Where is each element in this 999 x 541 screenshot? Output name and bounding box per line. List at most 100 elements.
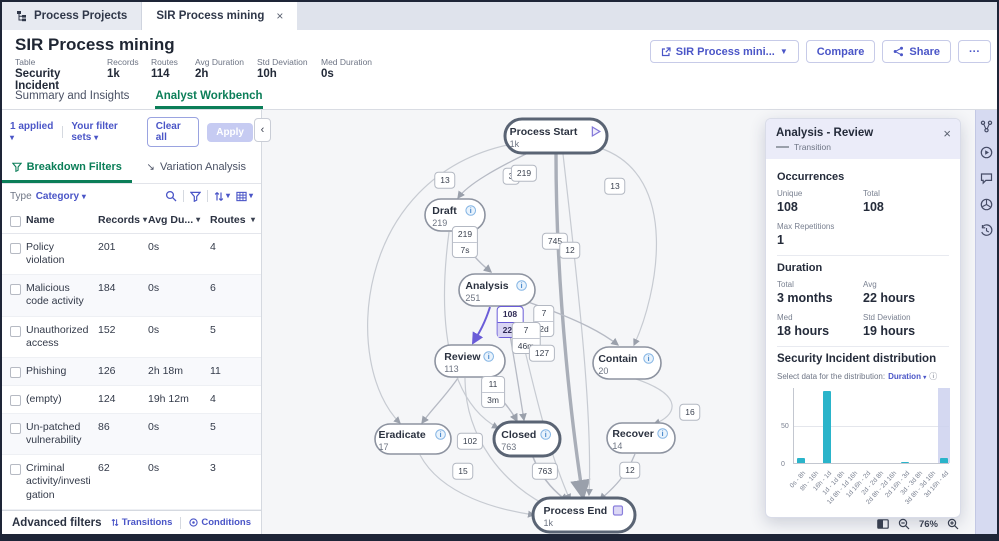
- column-records[interactable]: Records ▾: [98, 214, 148, 226]
- svg-text:17: 17: [378, 442, 388, 452]
- apply-button[interactable]: Apply: [207, 122, 253, 142]
- conditions-link[interactable]: Conditions: [189, 517, 251, 528]
- chart-bar[interactable]: [822, 390, 831, 463]
- close-icon[interactable]: ×: [943, 126, 951, 141]
- filter-icon[interactable]: [189, 191, 201, 202]
- tab-summary-and-insights[interactable]: Summary and Insights: [15, 90, 130, 102]
- row-checkbox[interactable]: [10, 464, 21, 476]
- edge-label[interactable]: 13: [434, 171, 456, 189]
- compare-button[interactable]: Compare: [805, 40, 876, 63]
- sort-dropdown[interactable]: ▾: [214, 191, 230, 202]
- category-dropdown[interactable]: Category ▾: [35, 190, 86, 202]
- more-button[interactable]: ···: [958, 40, 991, 63]
- filter-sets-dropdown[interactable]: Your filter sets ▾: [71, 121, 118, 143]
- clear-all-button[interactable]: Clear all: [146, 117, 200, 147]
- minimap-toggle-icon[interactable]: [877, 519, 889, 529]
- hierarchy-icon: [17, 11, 26, 22]
- external-link-icon: [661, 46, 671, 56]
- chart-bar[interactable]: [796, 457, 805, 463]
- tab-analyst-workbench[interactable]: Analyst Workbench: [155, 90, 263, 109]
- insights-icon[interactable]: [980, 198, 993, 211]
- transitions-icon: [111, 518, 119, 527]
- edge-label[interactable]: 219: [510, 164, 538, 182]
- distribution-dropdown[interactable]: Duration ▾: [888, 372, 927, 381]
- row-checkbox[interactable]: [10, 325, 21, 337]
- process-edge[interactable]: [457, 151, 531, 200]
- select-all-checkbox[interactable]: [10, 216, 21, 227]
- svg-text:14: 14: [612, 441, 622, 451]
- transitions-link[interactable]: Transitions: [111, 517, 172, 528]
- zoom-out-icon[interactable]: [898, 518, 910, 530]
- close-tab-icon[interactable]: ×: [276, 9, 284, 23]
- routes-icon[interactable]: [980, 120, 993, 133]
- tab-sir-process-mining[interactable]: SIR Process mining ×: [142, 2, 298, 30]
- cell-name: Criminal activity/investigation: [26, 462, 91, 501]
- tab-breakdown-filters[interactable]: Breakdown Filters: [2, 153, 132, 183]
- highlighted-bucket[interactable]: [937, 388, 950, 463]
- column-routes[interactable]: Routes ▾: [210, 214, 255, 226]
- edge-label[interactable]: 15: [452, 462, 474, 480]
- share-button[interactable]: Share: [882, 40, 951, 63]
- cell-avg: 0s: [148, 323, 160, 336]
- process-edge[interactable]: [419, 454, 536, 518]
- columns-dropdown[interactable]: ▾: [236, 191, 253, 202]
- process-edge[interactable]: [421, 377, 459, 425]
- cell-name: Policy violation: [26, 241, 65, 267]
- process-edge[interactable]: [464, 377, 556, 510]
- edge-label[interactable]: 763: [531, 462, 559, 480]
- tab-variation-analysis[interactable]: ↘ Variation Analysis: [146, 161, 246, 173]
- tab-process-projects[interactable]: Process Projects: [2, 2, 143, 30]
- edge-label[interactable]: 127: [528, 344, 556, 362]
- svg-text:Process End: Process End: [544, 505, 608, 517]
- history-icon[interactable]: [980, 224, 993, 237]
- search-icon[interactable]: [165, 190, 177, 202]
- cell-routes: 5: [210, 421, 216, 433]
- zoom-in-icon[interactable]: [947, 518, 959, 530]
- process-edge[interactable]: [635, 378, 673, 426]
- info-icon: [657, 428, 668, 439]
- column-avg-duration[interactable]: Avg Du... ▾: [148, 214, 201, 226]
- process-edge[interactable]: [554, 153, 591, 501]
- edge-label[interactable]: 13: [604, 177, 626, 195]
- process-edge[interactable]: [562, 153, 593, 497]
- chart-bar[interactable]: [939, 457, 948, 463]
- edge-label[interactable]: 16: [679, 403, 701, 421]
- process-edge[interactable]: [599, 147, 658, 347]
- panel-header: Analysis - Review Transition ×: [766, 119, 960, 159]
- collapse-sidebar-button[interactable]: ‹: [254, 118, 271, 142]
- cell-records: 152: [98, 323, 116, 336]
- row-checkbox[interactable]: [10, 366, 21, 378]
- chart-bar[interactable]: [900, 462, 909, 463]
- process-link-button[interactable]: SIR Process mini...▼: [649, 40, 799, 63]
- play-circle-icon[interactable]: [980, 146, 993, 159]
- occurrences-heading: Occurrences: [777, 171, 845, 183]
- edge-label[interactable]: 12: [619, 461, 641, 479]
- applied-filters-dropdown[interactable]: 1 applied ▾: [10, 121, 54, 142]
- edge-label[interactable]: 12: [559, 241, 581, 259]
- process-edge[interactable]: [367, 143, 513, 424]
- column-name[interactable]: Name: [26, 214, 55, 226]
- row-checkbox[interactable]: [10, 284, 21, 296]
- right-toolbar: [975, 110, 997, 534]
- row-checkbox[interactable]: [10, 423, 21, 434]
- process-edge[interactable]: [472, 306, 491, 345]
- svg-text:i: i: [470, 208, 472, 215]
- row-checkbox[interactable]: [10, 394, 21, 406]
- edge-label[interactable]: 102: [456, 432, 484, 450]
- svg-text:i: i: [648, 356, 650, 363]
- svg-text:763: 763: [501, 442, 516, 452]
- row-checkbox[interactable]: [10, 243, 21, 254]
- comments-icon[interactable]: [980, 172, 993, 185]
